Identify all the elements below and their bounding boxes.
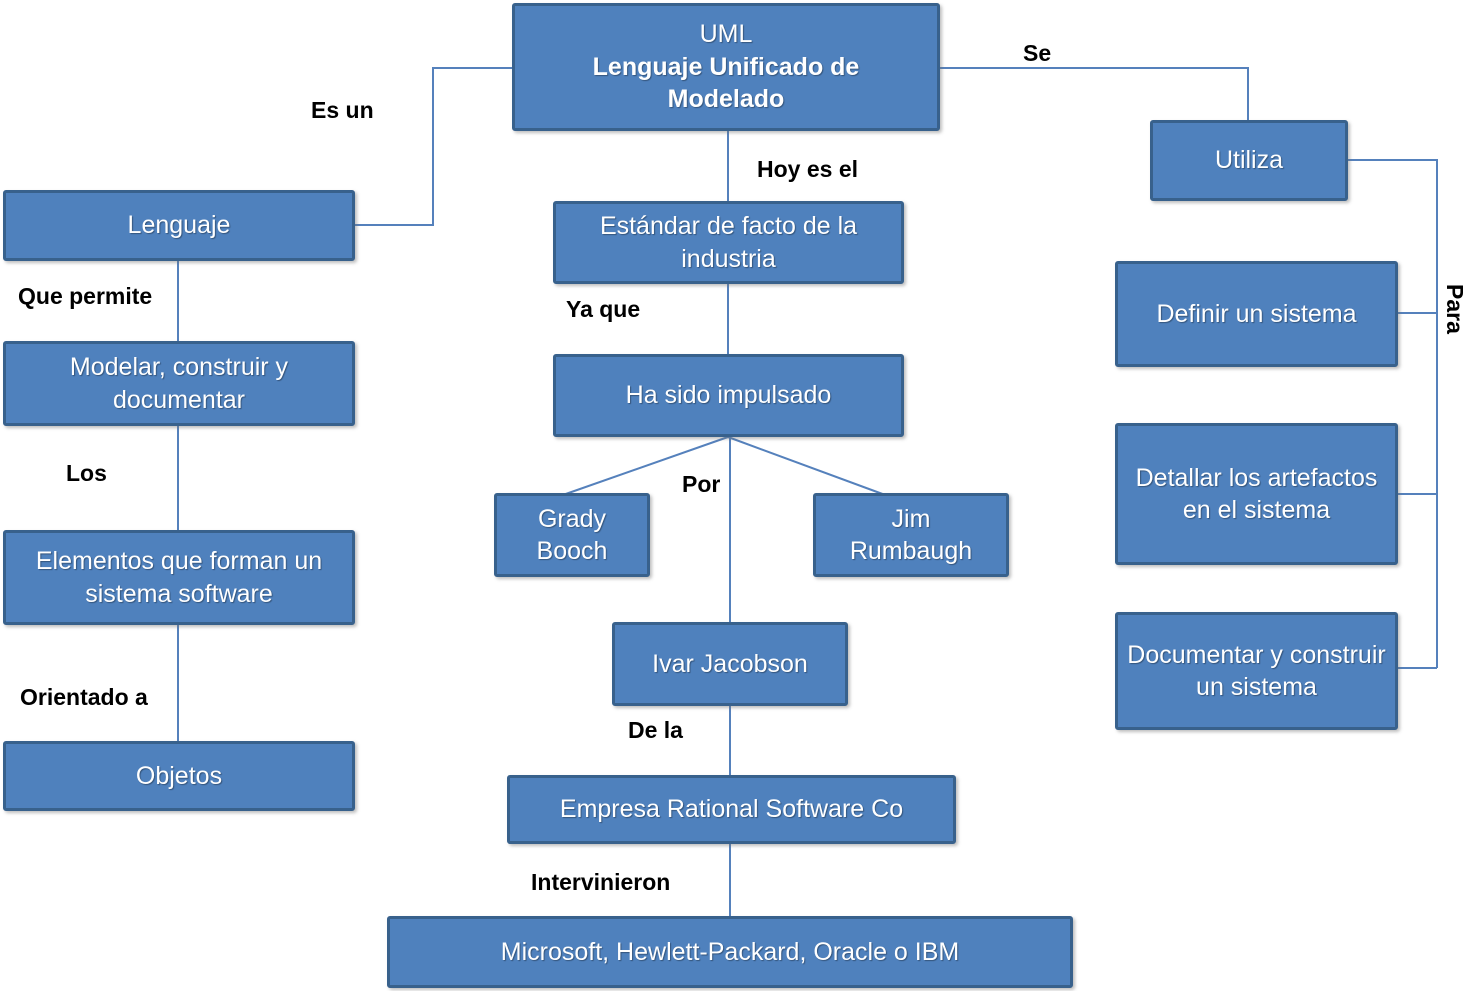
node-impulsado-label: Ha sido impulsado: [625, 381, 832, 410]
node-uml: UML Lenguaje Unificado de Modelado: [512, 3, 940, 131]
node-uml-full-name: Lenguaje Unificado de Modelado: [592, 52, 860, 114]
node-modelar-label: Modelar, construir y documentar: [69, 353, 289, 414]
node-documentar-construir: Documentar y construir un sistema: [1115, 612, 1398, 730]
node-definir-un-sistema: Definir un sistema: [1115, 261, 1398, 367]
edge-label-los: Los: [66, 460, 107, 486]
node-empresa-rational: Empresa Rational Software Co: [507, 775, 956, 844]
node-objetos: Objetos: [3, 741, 355, 811]
node-modelar-construir-documentar: Modelar, construir y documentar: [3, 341, 355, 426]
node-detallar-artefactos: Detallar los artefactos en el sistema: [1115, 423, 1398, 565]
edge-label-para: Para: [1442, 284, 1468, 334]
node-documentar-label: Documentar y construir un sistema: [1127, 640, 1386, 702]
node-jim-rumbaugh: Jim Rumbaugh: [813, 493, 1009, 577]
node-utiliza: Utiliza: [1150, 120, 1348, 201]
connector-impulsado-grady: [559, 436, 729, 497]
node-lenguaje: Lenguaje: [3, 190, 355, 261]
node-utiliza-label: Utiliza: [1214, 146, 1284, 175]
node-detallar-label: Detallar los artefactos en el sistema: [1135, 463, 1378, 525]
edge-label-por: Por: [682, 471, 721, 497]
edge-label-ya-que: Ya que: [566, 296, 641, 322]
node-objetos-label: Objetos: [135, 761, 223, 790]
edge-label-orientado-a: Orientado a: [20, 684, 148, 710]
connector-uml-lenguaje: [355, 67, 512, 226]
edge-label-de-la: De la: [628, 717, 683, 743]
node-empresa-label: Empresa Rational Software Co: [559, 795, 904, 824]
node-grady-booch: Grady Booch: [494, 493, 650, 577]
node-jim-label: Jim Rumbaugh: [849, 504, 973, 566]
node-ha-sido-impulsado: Ha sido impulsado: [553, 354, 904, 437]
connector-impulsado-jim: [727, 436, 889, 497]
node-elementos-sistema-software: Elementos que forman un sistema software: [3, 530, 355, 625]
edge-label-hoy-es-el: Hoy es el: [757, 156, 858, 182]
edge-label-que-permite: Que permite: [18, 283, 153, 309]
node-estandar-label: Estándar de facto de la industria: [599, 212, 858, 273]
node-empresas-participantes: Microsoft, Hewlett-Packard, Oracle o IBM: [387, 916, 1073, 988]
node-estandar-de-facto: Estándar de facto de la industria: [553, 201, 904, 284]
edge-label-intervinieron: Intervinieron: [531, 869, 671, 895]
edge-label-se: Se: [1023, 40, 1052, 66]
connector-utiliza-spine: [1348, 159, 1438, 668]
node-lenguaje-label: Lenguaje: [127, 211, 231, 240]
edge-label-es-un: Es un: [311, 97, 374, 123]
connector-uml-utiliza: [940, 67, 1249, 120]
node-ivar-label: Ivar Jacobson: [652, 649, 808, 678]
node-ivar-jacobson: Ivar Jacobson: [612, 622, 848, 706]
node-microsoft-label: Microsoft, Hewlett-Packard, Oracle o IBM: [500, 937, 960, 966]
node-uml-acronym: UML: [699, 20, 753, 49]
node-grady-label: Grady Booch: [536, 504, 608, 566]
node-definir-label: Definir un sistema: [1156, 299, 1357, 328]
node-elementos-label: Elementos que forman un sistema software: [35, 547, 323, 608]
